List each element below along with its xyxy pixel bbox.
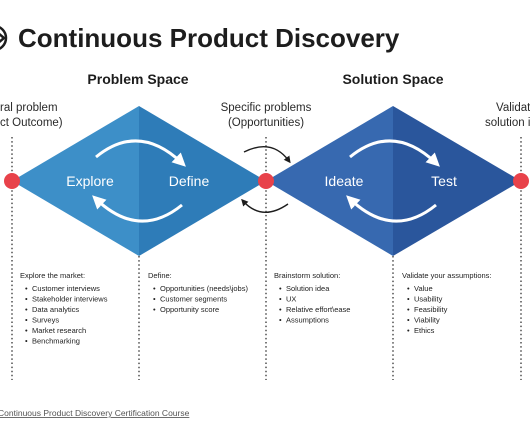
list-item: Viability xyxy=(414,316,440,325)
cycle-arrow-icon xyxy=(92,195,183,223)
bullet-dot: • xyxy=(279,305,282,314)
list-item: Market research xyxy=(32,326,86,335)
label-specific-problems-line2: (Opportunities) xyxy=(228,117,304,129)
bullet-list: • Customer interviews • Stakeholder inte… xyxy=(25,284,108,346)
phase-define: Define xyxy=(169,173,210,189)
column-heading: Brainstorm solution: xyxy=(274,271,340,280)
column-heading: Define: xyxy=(148,271,172,280)
explore-shape xyxy=(12,106,139,256)
loop-arrow-icon xyxy=(241,198,289,213)
label-specific-problems-line1: Specific problems xyxy=(221,102,312,114)
bullet-list: • Solution idea • UX • Relative effort\e… xyxy=(279,284,350,325)
bullet-dot: • xyxy=(25,326,28,335)
list-item: Feasibility xyxy=(414,305,448,314)
dotted-guides xyxy=(11,137,522,380)
phase-test: Test xyxy=(431,173,457,189)
column-test: Validate your assumptions: • Value • Usa… xyxy=(402,271,492,335)
label-validate-line2: solution i xyxy=(485,117,530,129)
bullet-dot: • xyxy=(25,284,28,293)
bullet-dot: • xyxy=(407,326,410,335)
bullet-dot: • xyxy=(407,284,410,293)
phase-ideate: Ideate xyxy=(325,173,364,189)
problem-space-title: Problem Space xyxy=(87,71,188,87)
page-title: Continuous Product Discovery xyxy=(18,23,400,53)
loop-arrow-icon xyxy=(243,146,291,164)
list-item: Customer segments xyxy=(160,295,227,304)
list-item: Surveys xyxy=(32,316,59,325)
list-item: Value xyxy=(414,284,433,293)
bullet-dot: • xyxy=(407,305,410,314)
list-item: Usability xyxy=(414,295,443,304)
column-explore: Explore the market: • Customer interview… xyxy=(20,271,108,346)
solution-space-title: Solution Space xyxy=(342,71,443,87)
bullet-dot: • xyxy=(25,305,28,314)
bullet-dot: • xyxy=(279,295,282,304)
list-item: Opportunities (needs\jobs) xyxy=(160,284,248,293)
bullet-dot: • xyxy=(153,305,156,314)
list-item: Solution idea xyxy=(286,284,330,293)
test-shape xyxy=(393,106,521,256)
list-item: Relative effort\ease xyxy=(286,305,350,314)
list-item: Opportunity score xyxy=(160,305,219,314)
bullet-dot: • xyxy=(153,284,156,293)
logo-icon xyxy=(0,26,8,50)
bullet-dot: • xyxy=(25,295,28,304)
bullet-list: • Value • Usability • Feasibility • Viab… xyxy=(407,284,448,335)
list-item: Customer interviews xyxy=(32,284,100,293)
cycle-arrow-icon xyxy=(346,195,437,223)
list-item: Ethics xyxy=(414,326,435,335)
column-define: Define: • Opportunities (needs\jobs) • C… xyxy=(148,271,248,314)
label-validate-line1: Validate xyxy=(496,102,530,114)
milestone-node xyxy=(4,173,20,189)
list-item: Assumptions xyxy=(286,316,329,325)
bullet-dot: • xyxy=(153,295,156,304)
ideate-shape xyxy=(266,106,393,256)
list-item: UX xyxy=(286,295,296,304)
footer-course-link[interactable]: Continuous Product Discovery Certificati… xyxy=(0,408,190,418)
label-general-problem-line1: ral problem xyxy=(0,102,58,114)
milestone-node xyxy=(258,173,274,189)
list-item: Data analytics xyxy=(32,305,79,314)
bullet-list: • Opportunities (needs\jobs) • Customer … xyxy=(153,284,248,314)
label-general-problem-line2: ct Outcome) xyxy=(0,117,63,129)
column-heading: Explore the market: xyxy=(20,271,85,280)
list-item: Benchmarking xyxy=(32,337,80,346)
bullet-dot: • xyxy=(279,284,282,293)
column-ideate: Brainstorm solution: • Solution idea • U… xyxy=(274,271,350,325)
bullet-dot: • xyxy=(25,316,28,325)
phase-explore: Explore xyxy=(66,173,114,189)
cycle-arrow-icon xyxy=(349,139,440,167)
cycle-arrow-icon xyxy=(95,139,186,167)
column-heading: Validate your assumptions: xyxy=(402,271,492,280)
list-item: Stakeholder interviews xyxy=(32,295,108,304)
bullet-dot: • xyxy=(279,316,282,325)
bullet-dot: • xyxy=(407,316,410,325)
bullet-dot: • xyxy=(407,295,410,304)
bullet-dot: • xyxy=(25,337,28,346)
define-shape xyxy=(139,106,266,256)
milestone-node xyxy=(513,173,529,189)
